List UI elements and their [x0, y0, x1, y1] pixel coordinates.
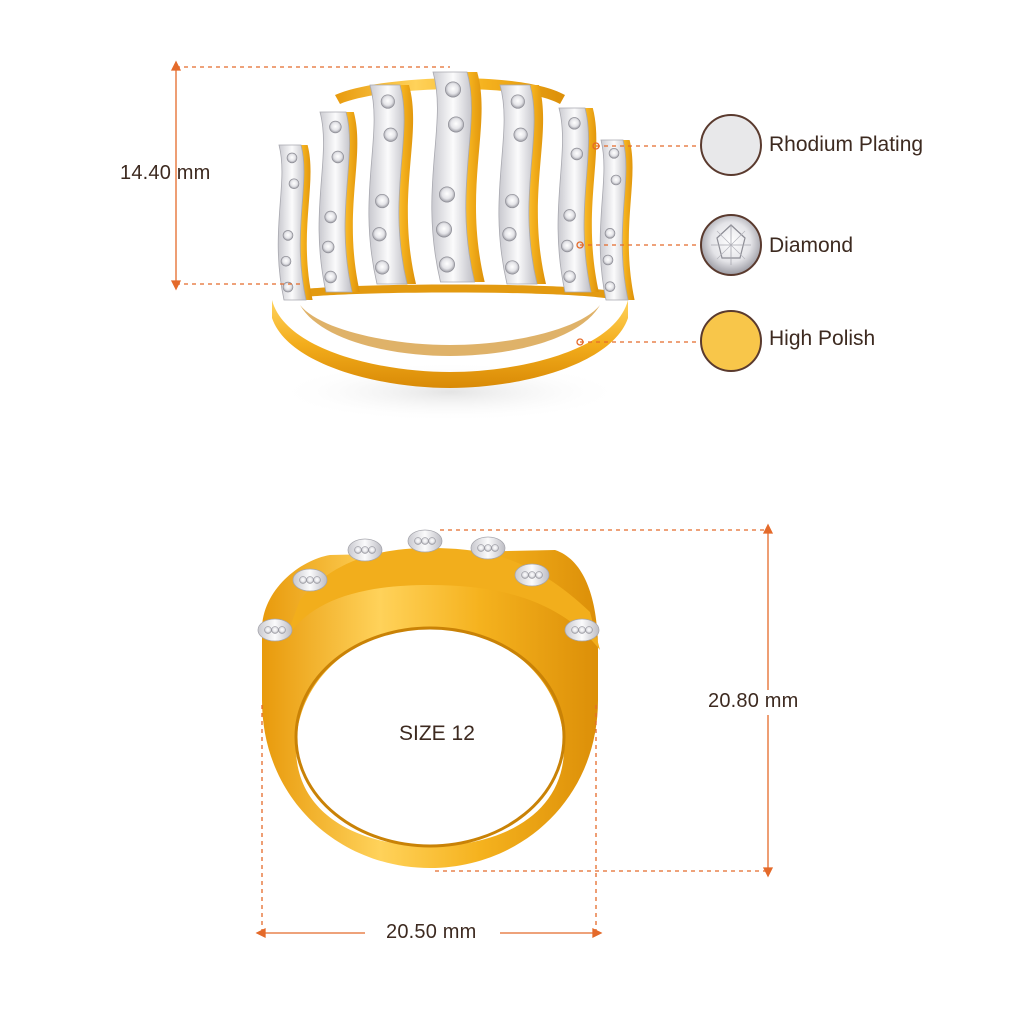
diamond-stone [608, 148, 620, 159]
diamond-stone [604, 281, 616, 292]
diamond-stone [563, 270, 576, 283]
diamond-stone [329, 120, 342, 134]
diamond-stone [331, 150, 344, 164]
diamond-stone [445, 81, 462, 98]
ring-band [272, 300, 628, 388]
arrow-head [762, 523, 774, 534]
diamond-stone [375, 260, 390, 275]
diamond-stone [570, 147, 584, 161]
arrow-head [255, 927, 266, 939]
diamond-stone [439, 256, 456, 273]
height-top-label: 14.40 mm [120, 162, 211, 184]
diamond-stone [414, 537, 422, 545]
diamond-stone [513, 127, 528, 142]
diamond-stone [324, 210, 337, 224]
diamond-stone [288, 178, 300, 190]
diamond-stone [502, 227, 517, 242]
diamond-stone [282, 230, 294, 241]
gold-swatch-icon [700, 310, 762, 372]
ring-front-stones [257, 529, 600, 642]
arrow-head [592, 927, 603, 939]
diamond-stone [610, 174, 622, 186]
diamond-stone [602, 254, 614, 266]
legend-label-diamond: Diamond [769, 234, 854, 257]
diamond-stone [306, 576, 314, 584]
arrow-head [170, 280, 182, 291]
diamond-stone [428, 537, 436, 545]
ring-band-inner [300, 305, 600, 356]
arrow-head [170, 60, 182, 71]
legend-label-rhodium: Rhodium Plating [769, 133, 924, 156]
diamond-stone [354, 546, 362, 554]
diamond-stone [561, 239, 574, 253]
diamond-stone [421, 537, 429, 545]
diamond-stone [528, 571, 536, 579]
diamond-stone [324, 270, 337, 284]
diamond-stone [361, 546, 369, 554]
rhodium-swatch-icon [700, 114, 762, 176]
diamond-stone [372, 227, 387, 242]
ring-top-rim [335, 78, 565, 104]
diamond-stone [436, 221, 453, 238]
height-front-label: 20.80 mm [708, 690, 799, 712]
diamond-stone [568, 117, 581, 130]
diamond-stone [322, 240, 335, 254]
legend [700, 114, 762, 372]
diamond-stone [604, 228, 616, 239]
diamond-stone [448, 116, 465, 133]
diamond-stone [484, 544, 492, 552]
diamond-stone [491, 544, 499, 552]
width-front-label: 20.50 mm [386, 921, 477, 943]
diamond-stone [505, 193, 520, 209]
ring-front-view [257, 529, 600, 868]
diamond-stone [299, 576, 307, 584]
diamond-stone [585, 626, 593, 634]
diamond-swatch-icon [700, 214, 762, 276]
diamond-stone [286, 152, 298, 164]
diamond-stone [278, 626, 286, 634]
diamond-stone [571, 626, 579, 634]
diamond-stone [383, 127, 398, 142]
diamond-stone [313, 576, 321, 584]
diamond-stone [563, 209, 576, 222]
diamond-stone [477, 544, 485, 552]
diamond-stone [535, 571, 543, 579]
diamond-stone [578, 626, 586, 634]
diamond-stone [375, 193, 390, 209]
diamond-stone [505, 260, 520, 275]
dimension-lines [170, 60, 774, 939]
ring-strands [277, 71, 635, 301]
diamond-stone [521, 571, 529, 579]
diamond-stone [280, 255, 292, 267]
ring-bottom-rim [285, 284, 615, 300]
diamond-stone [439, 186, 456, 203]
diamond-stone [271, 626, 279, 634]
diamond-stone [380, 94, 395, 109]
diamond-stone [368, 546, 376, 554]
arrow-head [762, 867, 774, 878]
ring-shadow [275, 362, 625, 422]
diamond-stone [510, 94, 525, 109]
diamond-stone [264, 626, 272, 634]
ring-front-band [262, 550, 598, 868]
ring-top-view [272, 71, 635, 422]
legend-label-high-polish: High Polish [769, 327, 876, 350]
ring-size-label: SIZE 12 [399, 722, 475, 745]
ring-front-inner-edge [294, 626, 566, 848]
